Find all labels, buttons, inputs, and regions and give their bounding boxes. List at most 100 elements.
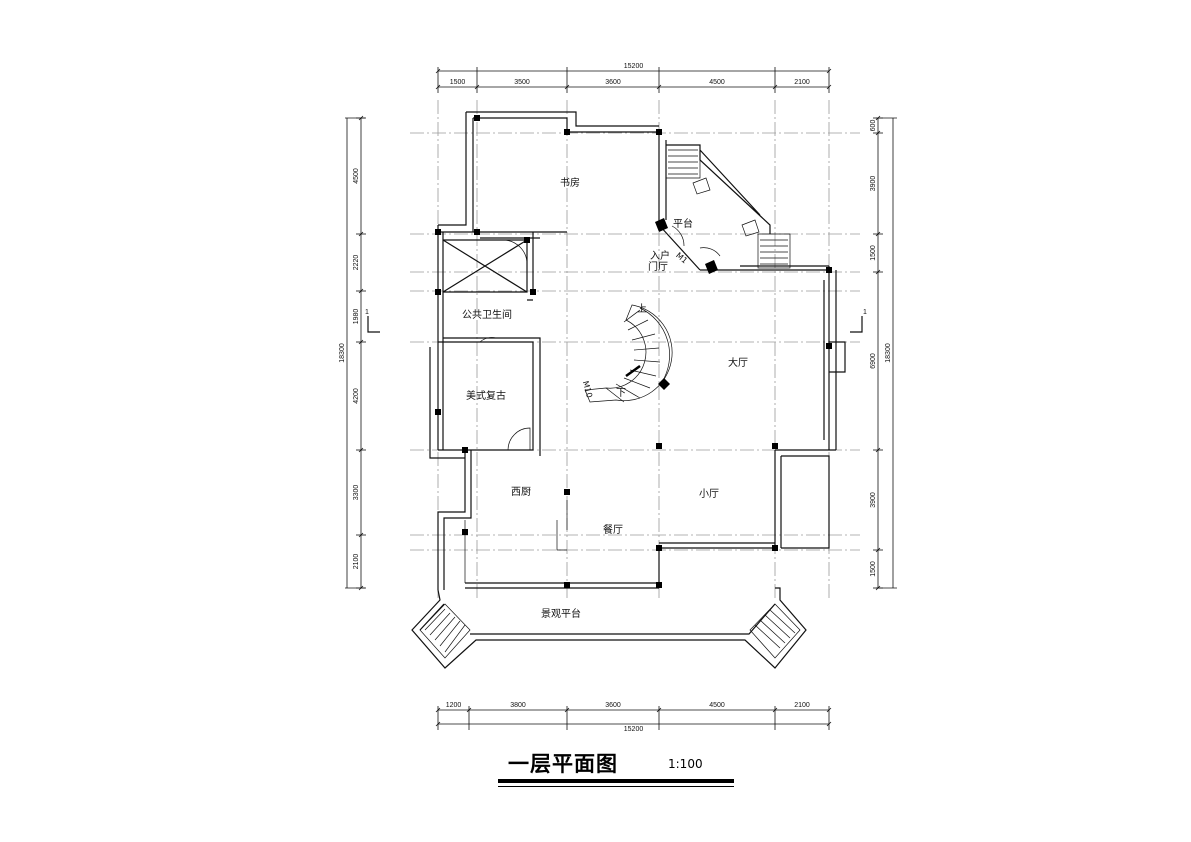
- column: [826, 343, 832, 349]
- room-label-small-hall: 小厅: [699, 488, 719, 500]
- dimension-value: 1500: [450, 79, 466, 86]
- dimension-value: 1500: [870, 561, 877, 577]
- column: [462, 529, 468, 535]
- room-label-dining: 餐厅: [603, 523, 623, 536]
- column: [564, 129, 570, 135]
- dimension-tick: [358, 447, 364, 453]
- column: [656, 582, 662, 588]
- dimension-value: 4200: [353, 388, 360, 404]
- drawing-title: 一层平面图: [508, 752, 618, 776]
- section-mark-right-label: 1: [863, 309, 867, 316]
- dimension-tick: [474, 84, 480, 90]
- dimension-value: 3600: [605, 702, 621, 709]
- room-label-platform: 平台: [673, 217, 693, 230]
- dimension-value: 1200: [446, 702, 462, 709]
- dimension-tick: [435, 721, 441, 727]
- column: [474, 115, 480, 121]
- column: [772, 443, 778, 449]
- dimension-value: 1500: [870, 245, 877, 261]
- dimension-tick: [826, 84, 832, 90]
- dimension-value: 2100: [353, 554, 360, 570]
- column: [658, 378, 670, 390]
- dimension-value: 4500: [353, 168, 360, 184]
- column: [474, 229, 480, 235]
- dimension-value: 4500: [709, 79, 725, 86]
- dimension-value: 3500: [514, 79, 530, 86]
- column: [656, 129, 662, 135]
- column: [524, 237, 530, 243]
- dimension-lines: 1500 3500 3600 4500 2100 15200 1200 3800 3600 450…: [339, 63, 897, 733]
- section-marks: 1 1: [365, 309, 867, 333]
- dimension-total: 15200: [624, 63, 644, 70]
- column: [656, 545, 662, 551]
- column: [826, 267, 832, 273]
- dimension-value: 1980: [353, 309, 360, 325]
- room-label-door-m1: M1: [674, 251, 689, 266]
- column: [530, 289, 536, 295]
- dimension-value: 600: [870, 120, 877, 132]
- dimension-tick: [435, 84, 441, 90]
- dimension-tick: [875, 231, 881, 237]
- dimension-tick: [358, 115, 364, 121]
- dimension-value: 2100: [794, 79, 810, 86]
- dimension-value: 3800: [510, 702, 526, 709]
- dimension-tick: [875, 447, 881, 453]
- room-label-stair-down: 下: [616, 388, 626, 399]
- dimension-value: 2100: [794, 702, 810, 709]
- dimension-tick: [826, 68, 832, 74]
- dimension-tick: [656, 707, 662, 713]
- dimension-total: 15200: [624, 726, 644, 733]
- dimension-value: 4500: [709, 702, 725, 709]
- dimension-tick: [772, 84, 778, 90]
- dimension-value: 6900: [870, 353, 877, 369]
- dimension-value: 3900: [870, 492, 877, 508]
- dimension-tick: [358, 532, 364, 538]
- room-label-entry: 入户: [650, 249, 670, 262]
- column: [655, 218, 668, 232]
- dimension-tick: [875, 547, 881, 553]
- walls: [411, 111, 846, 669]
- dimension-tick: [826, 707, 832, 713]
- dimension-tick: [875, 269, 881, 275]
- room-label-stair-up: 上: [637, 303, 647, 315]
- column: [705, 260, 718, 274]
- dimension-value: 3300: [353, 485, 360, 501]
- dimension-value: 3900: [870, 176, 877, 192]
- dimension-value: 3600: [605, 79, 621, 86]
- dimension-tick: [875, 130, 881, 136]
- dimension-tick: [564, 84, 570, 90]
- dimension-tick: [358, 585, 364, 591]
- dimension-tick: [772, 707, 778, 713]
- structural-columns: [435, 115, 832, 588]
- section-mark-left-label: 1: [365, 309, 369, 316]
- room-label-door-m10: M10: [581, 380, 594, 399]
- column: [564, 489, 570, 495]
- column: [656, 443, 662, 449]
- drawing-scale: 1:100: [668, 757, 703, 771]
- dimension-tick: [358, 339, 364, 345]
- room-label-hall: 大厅: [728, 356, 748, 369]
- dimension-tick: [656, 84, 662, 90]
- column: [435, 229, 441, 235]
- dimension-total: 18300: [885, 343, 892, 363]
- column: [564, 582, 570, 588]
- dimension-tick: [875, 115, 881, 121]
- column: [435, 289, 441, 295]
- title-underline-thin: [498, 786, 734, 787]
- dimension-tick: [564, 707, 570, 713]
- title-underline-thick: [498, 779, 734, 783]
- column: [462, 447, 468, 453]
- dimension-total: 18300: [339, 343, 346, 363]
- dimension-tick: [826, 721, 832, 727]
- dimension-tick: [466, 707, 472, 713]
- column: [435, 409, 441, 415]
- room-label-public-wc: 公共卫生间: [462, 308, 512, 321]
- room-label-study: 书房: [560, 176, 580, 189]
- dimension-tick: [358, 288, 364, 294]
- dimension-tick: [435, 68, 441, 74]
- dimension-value: 2220: [353, 255, 360, 271]
- dimension-tick: [358, 231, 364, 237]
- dimension-tick: [875, 585, 881, 591]
